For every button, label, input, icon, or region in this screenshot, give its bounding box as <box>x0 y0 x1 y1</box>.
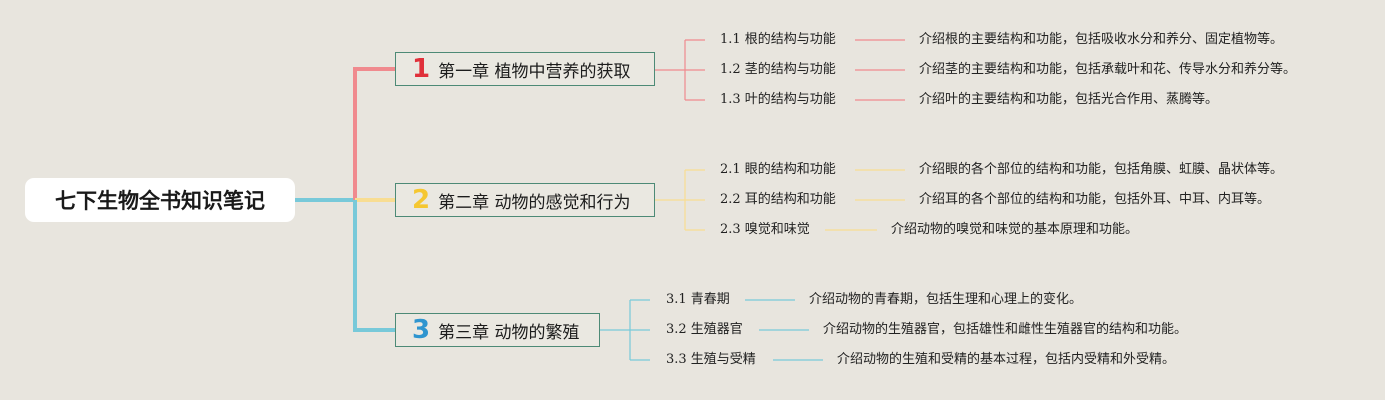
section-desc-2-2[interactable]: 介绍耳的各个部位的结构和功能，包括外耳、中耳、内耳等。 <box>919 192 1271 207</box>
section-desc-2-3[interactable]: 介绍动物的嗅觉和味觉的基本原理和功能。 <box>891 222 1139 237</box>
section-desc-1-1[interactable]: 介绍根的主要结构和功能，包括吸收水分和养分、固定植物等。 <box>919 32 1284 47</box>
chapter-title-3: 第三章 动物的繁殖 <box>438 322 580 343</box>
section-label-1-3[interactable]: 1.3 叶的结构与功能 <box>720 92 836 107</box>
chapter-node-2[interactable]: 2 第二章 动物的感觉和行为 <box>395 183 655 217</box>
section-label-3-3[interactable]: 3.3 生殖与受精 <box>666 352 756 367</box>
chapter-node-3[interactable]: 3 第三章 动物的繁殖 <box>395 313 600 347</box>
root-title: 七下生物全书知识笔记 <box>55 189 265 213</box>
section-desc-3-2[interactable]: 介绍动物的生殖器官，包括雄性和雌性生殖器官的结构和功能。 <box>823 322 1188 337</box>
connector-chapter-1 <box>353 67 395 200</box>
section-label-3-2[interactable]: 3.2 生殖器官 <box>666 322 743 337</box>
section-label-2-3[interactable]: 2.3 嗅觉和味觉 <box>720 222 810 237</box>
section-label-1-1[interactable]: 1.1 根的结构与功能 <box>720 32 836 47</box>
sub-connectors-chapter-1 <box>655 39 905 101</box>
section-desc-2-1[interactable]: 介绍眼的各个部位的结构和功能，包括角膜、虹膜、晶状体等。 <box>919 162 1284 177</box>
chapter-title-1: 第一章 植物中营养的获取 <box>438 61 631 82</box>
section-label-2-1[interactable]: 2.1 眼的结构和功能 <box>720 162 836 177</box>
chapter-number-3: 3 <box>412 315 431 345</box>
sub-connectors-chapter-2 <box>655 169 905 231</box>
section-label-1-2[interactable]: 1.2 茎的结构与功能 <box>720 62 836 77</box>
section-label-2-2[interactable]: 2.2 耳的结构和功能 <box>720 192 836 207</box>
sub-connectors-chapter-3 <box>600 299 823 361</box>
section-desc-1-2[interactable]: 介绍茎的主要结构和功能，包括承载叶和花、传导水分和养分等。 <box>919 62 1297 77</box>
chapter-node-1[interactable]: 1 第一章 植物中营养的获取 <box>395 52 655 86</box>
chapter-title-2: 第二章 动物的感觉和行为 <box>438 192 631 213</box>
section-desc-3-3[interactable]: 介绍动物的生殖和受精的基本过程，包括内受精和外受精。 <box>837 352 1176 367</box>
chapter-number-2: 2 <box>412 185 431 215</box>
section-label-3-1[interactable]: 3.1 青春期 <box>666 292 730 307</box>
connector-chapter-3 <box>353 200 395 332</box>
root-node[interactable]: 七下生物全书知识笔记 <box>25 178 295 222</box>
chapter-number-1: 1 <box>412 54 431 84</box>
section-desc-3-1[interactable]: 介绍动物的青春期，包括生理和心理上的变化。 <box>809 292 1083 307</box>
section-desc-1-3[interactable]: 介绍叶的主要结构和功能，包括光合作用、蒸腾等。 <box>919 92 1219 107</box>
